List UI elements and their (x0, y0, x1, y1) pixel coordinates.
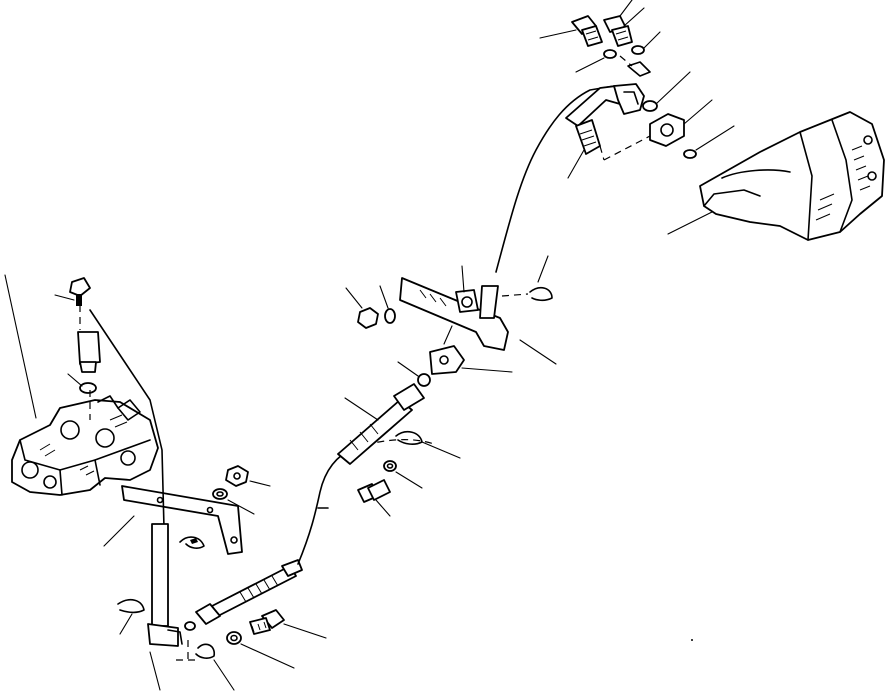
cable-end-rod (195, 559, 303, 625)
elbow-adapter (567, 119, 601, 179)
upper-nut (345, 287, 379, 329)
control-valve (11, 395, 159, 496)
mid-clip (395, 430, 461, 459)
upper-bracket (399, 277, 509, 351)
top-bolt-right (603, 0, 645, 47)
top-seal (619, 55, 651, 77)
leader-valve (4, 274, 37, 419)
lower-clip (179, 536, 205, 549)
lower-left-clip (117, 598, 145, 635)
leader-transmission (667, 211, 713, 235)
small-washer (184, 621, 196, 631)
upper-washer (379, 285, 396, 324)
control-rod (337, 383, 425, 465)
cable-end-washer (226, 631, 295, 669)
upper-bracket-clip (501, 255, 553, 302)
mid-o-ring (397, 361, 431, 387)
cable-end-bolt (249, 609, 327, 639)
o-ring-lower (683, 125, 735, 159)
lower-nut (225, 465, 271, 487)
top-washer-left (575, 49, 617, 73)
valve-fitting-bolt (54, 277, 91, 306)
o-ring-upper (642, 71, 691, 112)
transmission-case (699, 111, 885, 241)
valve-elbow-fitting (67, 331, 101, 394)
swivel-block (429, 325, 513, 375)
cotter-pin (195, 643, 235, 691)
top-washer-right (631, 31, 661, 55)
flange (649, 99, 713, 147)
mid-bolt (357, 479, 391, 517)
valve-control-rod (89, 309, 183, 647)
top-bolt-left (539, 15, 603, 47)
swivel-elbow (565, 83, 645, 127)
leader-lower-bracket (103, 515, 135, 547)
mid-washer (383, 460, 423, 489)
lower-washer (212, 488, 255, 515)
flexible-cable (297, 85, 615, 565)
